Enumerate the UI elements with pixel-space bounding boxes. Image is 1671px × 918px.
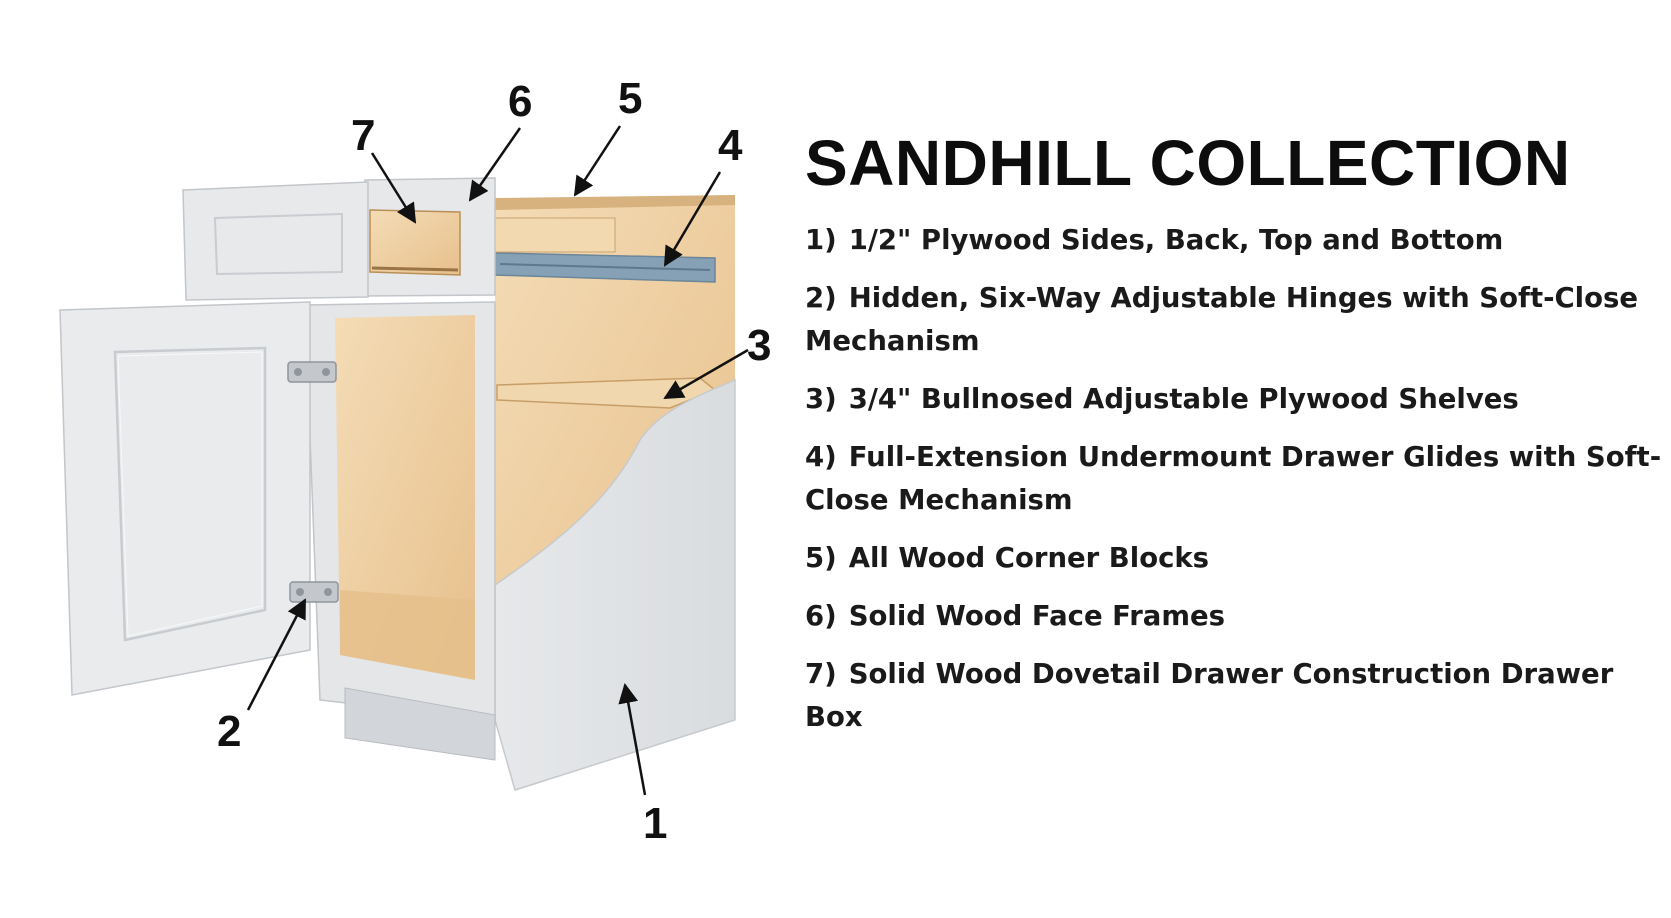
cabinet-interior-left xyxy=(335,315,475,680)
callout-1: 1 xyxy=(643,799,667,848)
drawer-front xyxy=(182,181,369,301)
cabinet-side-panel xyxy=(494,378,736,791)
feature-panel: SANDHILL COLLECTION 1) 1/2" Plywood Sides… xyxy=(805,127,1665,754)
cabinet-door xyxy=(59,301,311,696)
hinge-icon xyxy=(289,581,339,603)
feature-text: 3/4" Bullnosed Adjustable Plywood Shelve… xyxy=(848,383,1519,416)
corner-block xyxy=(495,195,735,210)
callout-6: 6 xyxy=(508,77,532,126)
drawer-box xyxy=(369,209,461,276)
feature-text: 1/2" Plywood Sides, Back, Top and Bottom xyxy=(848,224,1504,257)
feature-number: 5) xyxy=(805,542,837,575)
feature-item: 2)Hidden, Six-Way Adjustable Hinges with… xyxy=(805,277,1665,363)
toe-kick xyxy=(344,687,496,761)
feature-number: 6) xyxy=(805,600,837,633)
callout-3: 3 xyxy=(747,321,771,370)
feature-number: 7) xyxy=(805,658,837,691)
feature-text: Solid Wood Face Frames xyxy=(848,600,1225,633)
feature-item: 5) All Wood Corner Blocks xyxy=(805,537,1665,580)
feature-text: Hidden, Six-Way Adjustable Hinges with S… xyxy=(805,282,1639,358)
collection-title: SANDHILL COLLECTION xyxy=(805,127,1571,199)
callout-7: 7 xyxy=(351,111,375,160)
drawer-box-back xyxy=(494,217,616,253)
feature-number: 3) xyxy=(805,383,837,416)
feature-text: Solid Wood Dovetail Drawer Construction … xyxy=(805,658,1614,734)
callout-5: 5 xyxy=(618,74,642,123)
feature-item: 7)Solid Wood Dovetail Drawer Constructio… xyxy=(805,653,1665,739)
feature-number: 4) xyxy=(805,441,837,474)
feature-number: 2) xyxy=(805,282,837,315)
callout-2: 2 xyxy=(217,707,241,756)
feature-item: 4)Full-Extension Undermount Drawer Glide… xyxy=(805,436,1665,522)
callout-4: 4 xyxy=(718,121,743,170)
feature-item: 3) 3/4" Bullnosed Adjustable Plywood Shel… xyxy=(805,378,1665,421)
feature-item: 1) 1/2" Plywood Sides, Back, Top and Bott… xyxy=(805,219,1665,262)
feature-item: 6) Solid Wood Face Frames xyxy=(805,595,1665,638)
feature-text: All Wood Corner Blocks xyxy=(848,542,1210,575)
feature-text: Full-Extension Undermount Drawer Glides … xyxy=(805,441,1662,517)
hinge-icon xyxy=(287,361,337,383)
feature-list: 1) 1/2" Plywood Sides, Back, Top and Bott… xyxy=(805,219,1665,739)
feature-number: 1) xyxy=(805,224,837,257)
cabinet-illustration: 1 2 3 4 5 6 7 xyxy=(59,74,771,848)
